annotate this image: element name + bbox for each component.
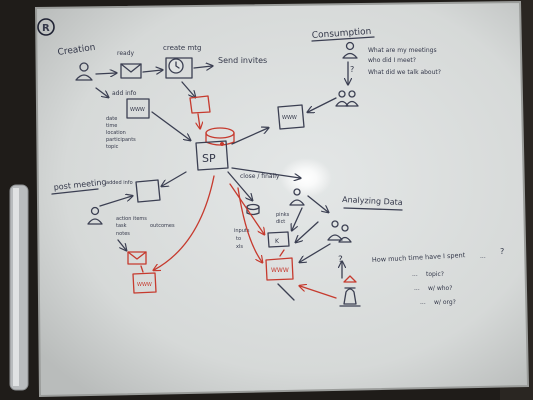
post-meeting-details: action items task outcomes notes [116, 216, 175, 237]
svg-text:to: to [236, 236, 241, 242]
person-icon-creator [75, 62, 93, 81]
added-info-label: added info [106, 180, 133, 186]
svg-text:...: ... [480, 253, 486, 260]
people-group-icon-consumption [335, 90, 359, 107]
calendar-clock-icon [165, 57, 193, 79]
small-server-icon [246, 203, 260, 216]
add-info-label: add info [112, 90, 137, 97]
svg-text:...: ... [412, 271, 418, 278]
svg-text:What are my meetings: What are my meetings [368, 47, 437, 54]
logo-text: R [42, 23, 50, 34]
create-mtg-label: create mtg [163, 44, 201, 52]
pinks-label: pinks [276, 212, 290, 218]
svg-text:topic?: topic? [426, 271, 444, 278]
light-glare [280, 158, 332, 198]
document-icon-creation: WWW [126, 98, 150, 119]
logo-circle [37, 18, 55, 36]
svg-text:location: location [106, 130, 126, 136]
svg-text:w/ who?: w/ who? [428, 285, 452, 292]
svg-text:WWW: WWW [130, 107, 145, 113]
close-finally-label: close / finally [240, 173, 280, 180]
svg-text:WWW: WWW [271, 267, 289, 274]
whiteboard-surface [34, 0, 530, 398]
envelope-icon-red [127, 251, 147, 265]
svg-text:task: task [116, 223, 127, 229]
svg-text:w/ org?: w/ org? [434, 299, 456, 306]
document-icon-post [135, 179, 161, 203]
person-wizard-icon [339, 275, 361, 307]
creation-details: date time location participants topic [106, 116, 136, 150]
svg-text:xls: xls [236, 244, 243, 250]
person-icon-consumer [342, 41, 358, 59]
svg-text:topic: topic [106, 144, 119, 150]
people-group-icon-center [289, 188, 305, 206]
ready-label: ready [117, 50, 135, 57]
envelope-icon [120, 63, 142, 79]
svg-text:who did I meet?: who did I meet? [368, 57, 416, 64]
document-icon-k: K [267, 231, 290, 248]
inputs-label: inputs [234, 228, 250, 234]
svg-text:WWW: WWW [282, 115, 297, 121]
svg-text:outcomes: outcomes [150, 223, 175, 229]
sharepoint-server-icon: SP [195, 127, 235, 171]
consumption-heading: Consumption [312, 27, 372, 41]
svg-text:date: date [106, 116, 117, 122]
document-icon-consumption: WWW [277, 104, 305, 130]
person-icon-post [87, 206, 103, 225]
svg-text:notes: notes [116, 231, 130, 237]
sp-label: SP [202, 152, 216, 165]
consumption-questions: What are my meetings who did I meet? Wha… [368, 47, 441, 76]
send-invites-label: Send invites [218, 56, 267, 65]
svg-text:dict: dict [276, 219, 285, 225]
svg-text:...: ... [414, 285, 420, 292]
svg-text:?: ? [500, 247, 504, 256]
people-group-icon-right [327, 220, 352, 243]
svg-text:action items: action items [116, 216, 147, 222]
document-icon-center-red: WWW [265, 257, 294, 281]
svg-text:participants: participants [106, 137, 136, 143]
svg-text:What did we talk about?: What did we talk about? [368, 69, 441, 76]
svg-text:time: time [106, 123, 117, 129]
document-icon-post-red: WWW [132, 272, 157, 294]
svg-text:K: K [275, 238, 280, 245]
svg-text:?: ? [350, 65, 354, 74]
svg-text:...: ... [420, 299, 426, 306]
analyzing-heading: Analyzing Data [342, 195, 403, 207]
svg-text:?: ? [338, 255, 343, 265]
flag-icon [189, 95, 211, 114]
analyzing-by-list: ... topic? ... w/ who? ... w/ org? [412, 271, 456, 306]
svg-text:WWW: WWW [137, 282, 152, 288]
